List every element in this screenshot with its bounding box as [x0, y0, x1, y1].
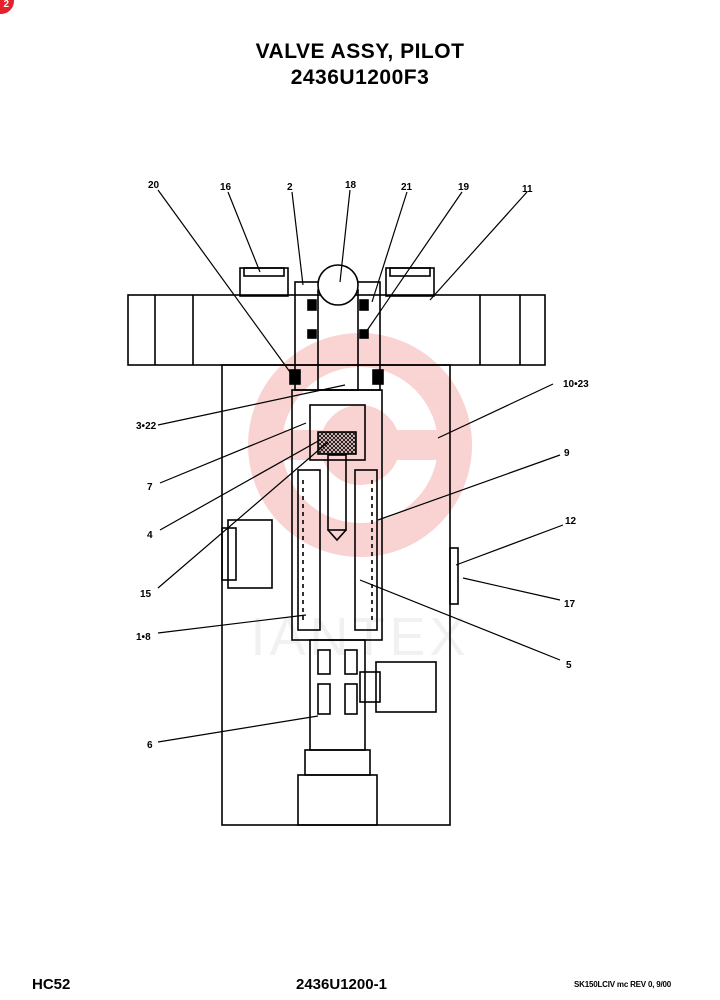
footer-drawing-number: 2436U1200-1 — [296, 976, 387, 993]
watermark-text: IANTEX — [250, 607, 469, 667]
callout-1-8: 1•8 — [136, 632, 151, 643]
callout-4: 4 — [147, 530, 153, 541]
callout-10-23: 10•23 — [563, 379, 589, 390]
callout-7: 7 — [147, 482, 153, 493]
left-nut — [239, 267, 289, 297]
right-side-plug — [449, 547, 459, 605]
callout-6: 6 — [147, 740, 153, 751]
callout-3-22: 3•22 — [136, 421, 157, 432]
callout-16: 16 — [220, 182, 232, 193]
diagram-title: VALVE ASSY, PILOT — [255, 40, 465, 63]
bottom-plug — [304, 749, 371, 776]
watermark: IANTEX — [248, 333, 472, 667]
callout-19: 19 — [458, 182, 470, 193]
part-number: 2436U1200F3 — [290, 66, 430, 89]
footer-revision: SK150LCIV mc REV 0, 9/00 — [574, 980, 672, 989]
right-port-plug — [375, 661, 437, 713]
left-port — [227, 519, 273, 589]
callout-21: 21 — [401, 182, 413, 193]
pilot-ball — [317, 264, 359, 306]
callout-5: 5 — [566, 660, 572, 671]
callout-12: 12 — [565, 516, 577, 527]
callout-2: 2 — [287, 182, 293, 193]
callout-11: 11 — [522, 184, 533, 195]
callout-20: 20 — [148, 180, 160, 191]
callout-9: 9 — [564, 448, 570, 459]
callout-18: 18 — [345, 180, 357, 191]
footer-section-code: HC52 — [32, 976, 71, 993]
callout-15: 15 — [140, 589, 152, 600]
callout-17: 17 — [564, 599, 576, 610]
